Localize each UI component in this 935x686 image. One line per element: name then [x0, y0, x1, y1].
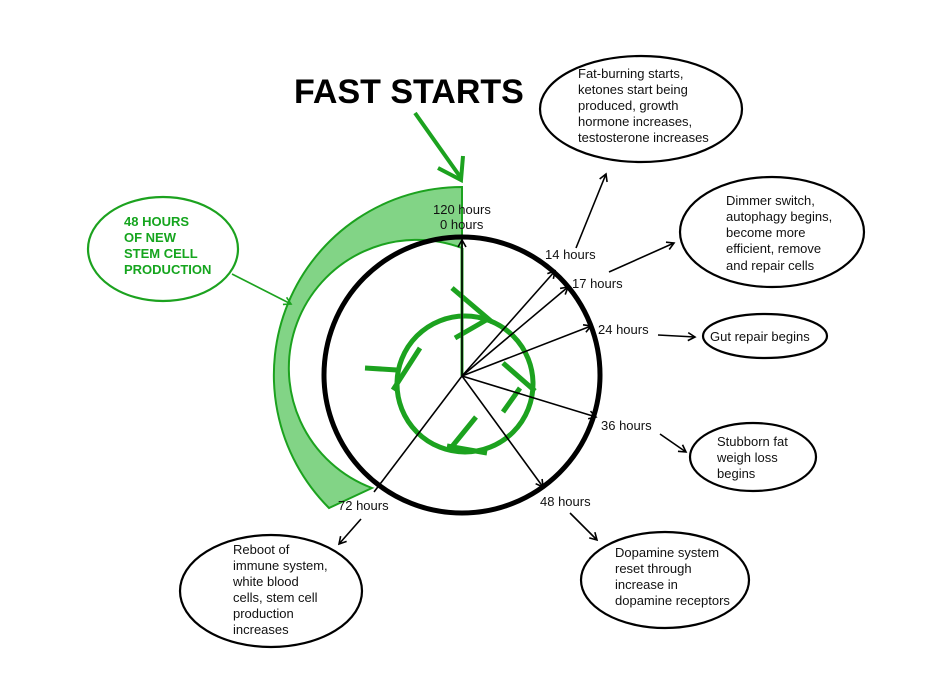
- n17-line-1: Dimmer switch,: [726, 193, 815, 208]
- bubble-72-hours: Reboot of immune system, white blood cel…: [178, 533, 364, 649]
- radial-arrows: [373, 238, 598, 493]
- label-48-hours: 48 hours: [540, 494, 591, 509]
- n14-line-2: ketones start being: [578, 82, 688, 97]
- stem-cell-line-1: 48 HOURS: [124, 214, 189, 229]
- bubble-connectors: [231, 172, 697, 546]
- clock-circle: [321, 234, 603, 516]
- label-36-hours: 36 hours: [601, 418, 652, 433]
- n72-line-5: production: [233, 606, 294, 621]
- cycle-icon: [364, 286, 537, 456]
- n48-line-2: reset through: [615, 561, 692, 576]
- n14-line-4: hormone increases,: [578, 114, 692, 129]
- n36-line-1: Stubborn fat: [717, 434, 788, 449]
- n17-line-2: autophagy begins,: [726, 209, 832, 224]
- n48-line-3: increase in: [615, 577, 678, 592]
- n36-line-2: weigh loss: [716, 450, 778, 465]
- bubble-36-hours: Stubborn fat weigh loss begins: [688, 421, 818, 493]
- label-24-hours: 24 hours: [598, 322, 649, 337]
- n14-line-5: testosterone increases: [578, 130, 709, 145]
- n36-line-3: begins: [717, 466, 756, 481]
- n17-line-3: become more: [726, 225, 805, 240]
- label-120-hours: 120 hours: [433, 202, 491, 217]
- n72-line-4: cells, stem cell: [233, 590, 318, 605]
- n72-line-6: increases: [233, 622, 289, 637]
- n14-line-1: Fat-burning starts,: [578, 66, 684, 81]
- label-14-hours: 14 hours: [545, 247, 596, 262]
- n17-line-4: efficient, remove: [726, 241, 821, 256]
- n48-line-4: dopamine receptors: [615, 593, 730, 608]
- title: FAST STARTS: [294, 73, 524, 111]
- stem-cell-bubble: 48 HOURS OF NEW STEM CELL PRODUCTION: [86, 195, 240, 303]
- n72-line-1: Reboot of: [233, 542, 290, 557]
- n14-line-3: produced, growth: [578, 98, 678, 113]
- label-17-hours: 17 hours: [572, 276, 623, 291]
- n72-line-3: white blood: [232, 574, 299, 589]
- n24-line-1: Gut repair begins: [710, 329, 810, 344]
- n17-line-5: and repair cells: [726, 258, 815, 273]
- bubble-24-hours: Gut repair begins: [701, 312, 829, 360]
- stem-cell-line-2: OF NEW: [124, 230, 177, 245]
- n48-line-1: Dopamine system: [615, 545, 719, 560]
- stem-cell-sector: [272, 185, 463, 510]
- n72-line-2: immune system,: [233, 558, 328, 573]
- fast-start-arrow: [413, 111, 465, 184]
- label-0-hours: 0 hours: [440, 217, 484, 232]
- label-72-hours: 72 hours: [338, 498, 389, 513]
- stem-cell-line-3: STEM CELL: [124, 246, 198, 261]
- bubble-48-hours: Dopamine system reset through increase i…: [579, 530, 751, 630]
- stem-cell-line-4: PRODUCTION: [124, 262, 211, 277]
- bubble-14-hours: Fat-burning starts, ketones start being …: [538, 54, 744, 164]
- bubble-17-hours: Dimmer switch, autophagy begins, become …: [678, 175, 866, 289]
